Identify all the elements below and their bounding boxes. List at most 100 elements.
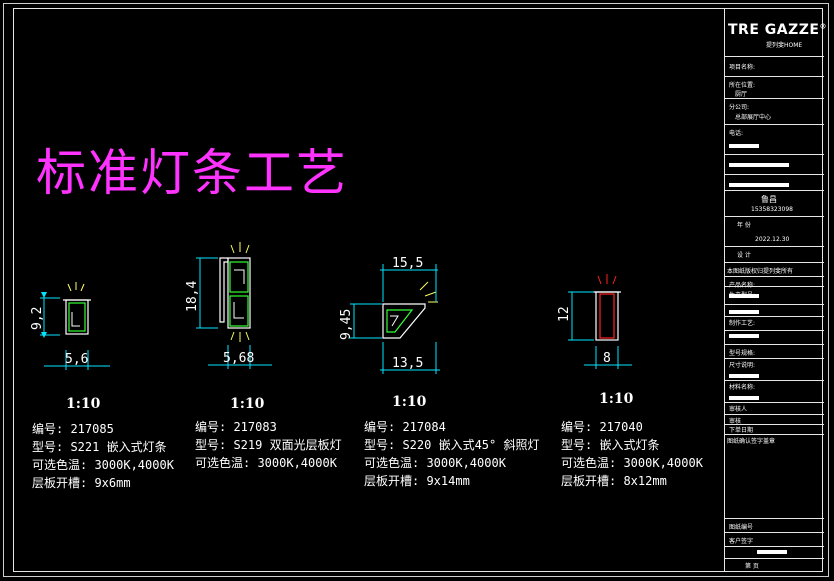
height-dimension: 9,45 — [339, 309, 354, 340]
spec-code: 编号: 217083 — [195, 420, 277, 434]
tb-divider — [725, 154, 824, 155]
tb-divider — [725, 76, 824, 77]
tb-redacted-bar — [729, 396, 759, 400]
height-dimension: 18,4 — [185, 281, 200, 312]
profile-3-drawing: 15,5 9,45 13,5 — [339, 256, 440, 374]
led-strip-top — [229, 261, 249, 293]
tb-drawing-no: 图纸编号 — [729, 524, 754, 531]
light-rays-icon — [230, 242, 250, 342]
tb-divider — [725, 424, 824, 425]
tb-redacted-bar — [729, 144, 759, 148]
profile-4-drawing: 12 8 — [557, 274, 632, 369]
tb-copyright: 本图纸版权归提列斐所有 — [727, 268, 794, 275]
tb-size-label: 尺寸说明: — [729, 362, 756, 369]
tb-divider — [725, 262, 824, 263]
profile-2-drawing: 18,4 5,68 — [185, 242, 272, 369]
tb-divider — [725, 316, 824, 317]
width-dimension: 13,5 — [392, 356, 423, 371]
spec-slot: 层板开槽: 9x14mm — [364, 474, 470, 488]
tb-divider — [725, 414, 824, 415]
tb-date-value: 2022.12.30 — [755, 236, 790, 243]
spec-model: 型号: S221 嵌入式灯条 — [32, 440, 167, 454]
brand-logo: TRE GAZZE® — [728, 22, 827, 38]
tb-reviewer-label: 审核人 — [729, 406, 748, 413]
brand-subtitle: 提列斐HOME — [766, 42, 803, 49]
spec-color-temp: 可选色温: 3000K,4000K — [195, 456, 337, 470]
tb-divider — [725, 190, 824, 191]
tb-divider — [725, 276, 824, 277]
tb-divider — [725, 380, 824, 381]
title-block: 项目名称: 所在位置: 厨厅 分公司: 总部展厅中心 电话: 鲁昌 153583… — [724, 8, 824, 572]
top-dimension: 15,5 — [392, 256, 423, 271]
width-dimension: 5,68 — [223, 351, 254, 366]
led-strip — [68, 302, 86, 332]
scale-label-3: 1:10 — [392, 394, 427, 410]
height-dimension: 9,2 — [30, 307, 45, 330]
page-title: 标准灯条工艺 — [36, 144, 348, 202]
spec-model: 型号: 嵌入式灯条 — [561, 438, 660, 452]
tb-redacted-bar — [729, 183, 789, 187]
light-rays-icon — [597, 274, 617, 285]
tb-divider — [725, 56, 824, 57]
tb-redacted-bar — [757, 550, 787, 554]
tb-divider — [725, 330, 824, 331]
spec-code: 编号: 217084 — [364, 420, 446, 434]
tb-order-date: 下单日期 — [729, 427, 754, 434]
registered-mark: ® — [819, 22, 827, 31]
tb-review-label: 审核 — [729, 418, 742, 425]
spec-model: 型号: S219 双面光层板灯 — [195, 438, 342, 452]
tb-phone-label: 电话: — [729, 130, 744, 137]
spec-block-3: 编号: 217084 型号: S220 嵌入式45° 斜照灯 可选色温: 300… — [364, 418, 539, 490]
scale-label-4: 1:10 — [599, 391, 634, 407]
profile-housing — [227, 257, 251, 329]
spec-block-2: 编号: 217083 型号: S219 双面光层板灯 可选色温: 3000K,4… — [195, 418, 342, 472]
spec-color-temp: 可选色温: 3000K,4000K — [561, 456, 703, 470]
tb-confirm-stamp: 图纸确认签字盖章 — [727, 438, 776, 445]
tb-divider — [725, 174, 824, 175]
drawing-border-outer — [3, 3, 829, 577]
spec-block-1: 编号: 217085 型号: S221 嵌入式灯条 可选色温: 3000K,40… — [32, 420, 174, 492]
tb-spec-label: 型号规格: — [729, 350, 756, 357]
tb-redacted-bar — [729, 310, 759, 314]
height-dimension: 12 — [557, 306, 572, 322]
spec-code: 编号: 217040 — [561, 420, 643, 434]
tb-redacted-bar — [729, 294, 759, 298]
profile-flange — [219, 257, 229, 323]
spec-slot: 层板开槽: 9x6mm — [32, 476, 131, 490]
tb-designer-name: 鲁昌 — [761, 195, 777, 204]
tb-redacted-bar — [729, 374, 759, 378]
tb-divider — [725, 532, 824, 533]
scale-label-1: 1:10 — [66, 396, 101, 412]
tb-customer-sign: 客户签字 — [729, 538, 754, 545]
tb-divider — [725, 98, 824, 99]
width-dimension: 8 — [603, 351, 611, 366]
tb-divider — [725, 344, 824, 345]
tb-divider — [725, 286, 824, 287]
drawing-border-inner — [13, 8, 823, 572]
light-rays-icon — [67, 282, 85, 292]
tb-divider — [725, 434, 824, 435]
spec-block-4: 编号: 217040 型号: 嵌入式灯条 可选色温: 3000K,4000K 层… — [561, 418, 703, 490]
tb-location-value: 厨厅 — [735, 91, 748, 98]
spec-model: 型号: S220 嵌入式45° 斜照灯 — [364, 438, 540, 452]
light-rays-icon — [419, 281, 438, 303]
tb-model-label: 生产型号: — [729, 292, 756, 299]
spec-color-temp: 可选色温: 3000K,4000K — [32, 458, 174, 472]
tb-page-label: 第 页 — [745, 563, 759, 570]
tb-divider — [725, 402, 824, 403]
led-strip-bottom — [229, 295, 249, 327]
tb-divider — [725, 124, 824, 125]
tb-designer-phone: 15358323098 — [751, 206, 793, 213]
tb-product-name: 产品名称: — [729, 282, 756, 289]
led-strip — [386, 309, 414, 333]
tb-redacted-bar — [729, 334, 759, 338]
tb-divider — [725, 546, 824, 547]
tb-divider — [725, 246, 824, 247]
tb-divider — [725, 518, 824, 519]
tb-divider — [725, 358, 824, 359]
led-strip — [599, 293, 615, 339]
tb-location-label: 所在位置: — [729, 82, 756, 89]
spec-color-temp: 可选色温: 3000K,4000K — [364, 456, 506, 470]
tb-branch-value: 总部展厅中心 — [735, 114, 772, 121]
